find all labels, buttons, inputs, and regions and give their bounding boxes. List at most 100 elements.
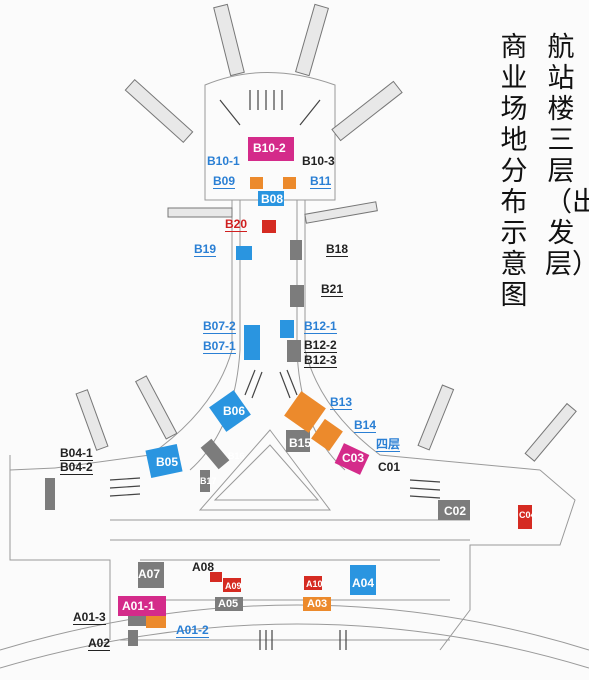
label-b04-2: B04-2 [60,460,93,475]
shop-a09 [223,578,241,592]
label-b10-1: B10-1 [207,154,240,168]
label-a04: A04 [352,576,375,590]
shop-a08 [210,572,222,582]
shop-b12-2 [287,340,301,362]
label-b20: B20 [225,217,248,232]
shop-b06 [209,390,251,432]
label-a02: A02 [88,636,111,651]
label-b11: B11 [310,174,332,189]
stairs [109,477,141,497]
label-b08: B08 [261,192,284,206]
boarding-bridge [331,80,403,142]
label-a05: A05 [218,598,239,610]
label-b13: B13 [330,395,353,410]
road-arc [0,604,589,651]
label-b19: B19 [194,242,217,257]
shop-b16 [200,438,230,470]
corridor-wall [239,200,298,350]
shop-b19 [236,246,252,260]
label-b15: B15 [289,436,312,450]
shop-b14 [311,418,343,452]
map-subtitle: 商业场地分布示意图 [500,32,528,311]
label-b10-3: B10-3 [302,154,335,168]
boarding-bridge [524,402,577,462]
shop-b15 [286,430,310,452]
label-b17: B17 [200,476,217,486]
stairs [259,630,347,650]
boarding-bridge [213,3,245,77]
map-title: 航站楼三层（出发层） [545,32,589,280]
label-b12-1: B12-1 [304,319,337,334]
label-a08: A08 [192,560,215,574]
label-c02: C02 [444,504,467,518]
east-wing-wall [439,469,576,651]
label-floor4: 四层 [376,437,401,452]
boarding-bridge [124,78,194,144]
corridor-wall [231,200,306,350]
shop-a07 [138,562,164,588]
label-a01-3: A01-3 [73,610,106,625]
stairs [219,99,321,126]
shop-a05 [215,597,243,611]
boarding-bridge [75,389,109,451]
shop-b11 [283,177,296,189]
shop-a01-1 [118,596,166,616]
stairs [249,90,283,110]
shop-a02 [128,630,138,646]
label-a10: A10 [306,579,323,589]
label-a01-1: A01-1 [122,599,155,613]
shop-c04 [518,505,532,529]
label-a01-2: A01-2 [176,623,209,638]
stairs [244,369,298,399]
shop-c03 [334,443,370,475]
shop-b08 [258,191,284,206]
boarding-bridge [295,3,329,77]
boarding-bridge [304,201,378,224]
label-b18: B18 [326,242,349,257]
label-b07-2: B07-2 [203,319,236,334]
main-hall-wall [110,519,470,641]
label-b16: B16 [228,451,245,461]
shop-b12-1 [280,320,294,338]
label-a09: A09 [225,581,242,591]
shop-b17 [200,470,210,492]
boarding-bridge [135,375,178,440]
label-b10-2: B10-2 [253,141,286,155]
boarding-bridge [417,384,455,451]
shop-b10-2 [248,137,294,161]
label-b14: B14 [354,418,377,433]
label-b12-3: B12-3 [304,353,337,368]
label-c03: C03 [342,451,365,465]
label-c04: C04 [519,510,536,520]
west-wing-wall [9,455,111,640]
label-b07-1: B07-1 [203,339,236,354]
road-arc [0,623,589,669]
shop-b05 [145,443,183,479]
shop-a10 [304,576,322,590]
shop-b18 [290,240,302,260]
stairs [409,479,441,499]
atrium [213,444,320,501]
label-b06: B06 [223,404,246,418]
label-c01: C01 [378,460,401,474]
shop-b09 [250,177,263,189]
label-b04-1: B04-1 [60,446,93,461]
atrium [198,429,331,511]
north-pier-hall [204,72,336,201]
shop-b13 [284,391,326,433]
label-b21: B21 [321,282,344,297]
label-a03: A03 [307,598,328,610]
shop-a03 [303,597,331,611]
shop-b04 [45,478,55,510]
shop-a04 [350,565,376,595]
label-b05: B05 [156,455,179,469]
shop-b21 [290,285,304,307]
label-b09: B09 [213,174,236,189]
shop-b07 [244,325,260,360]
shop-b20 [262,220,276,233]
label-b12-2: B12-2 [304,338,337,353]
shop-c02 [438,500,470,520]
label-a07: A07 [138,567,161,581]
